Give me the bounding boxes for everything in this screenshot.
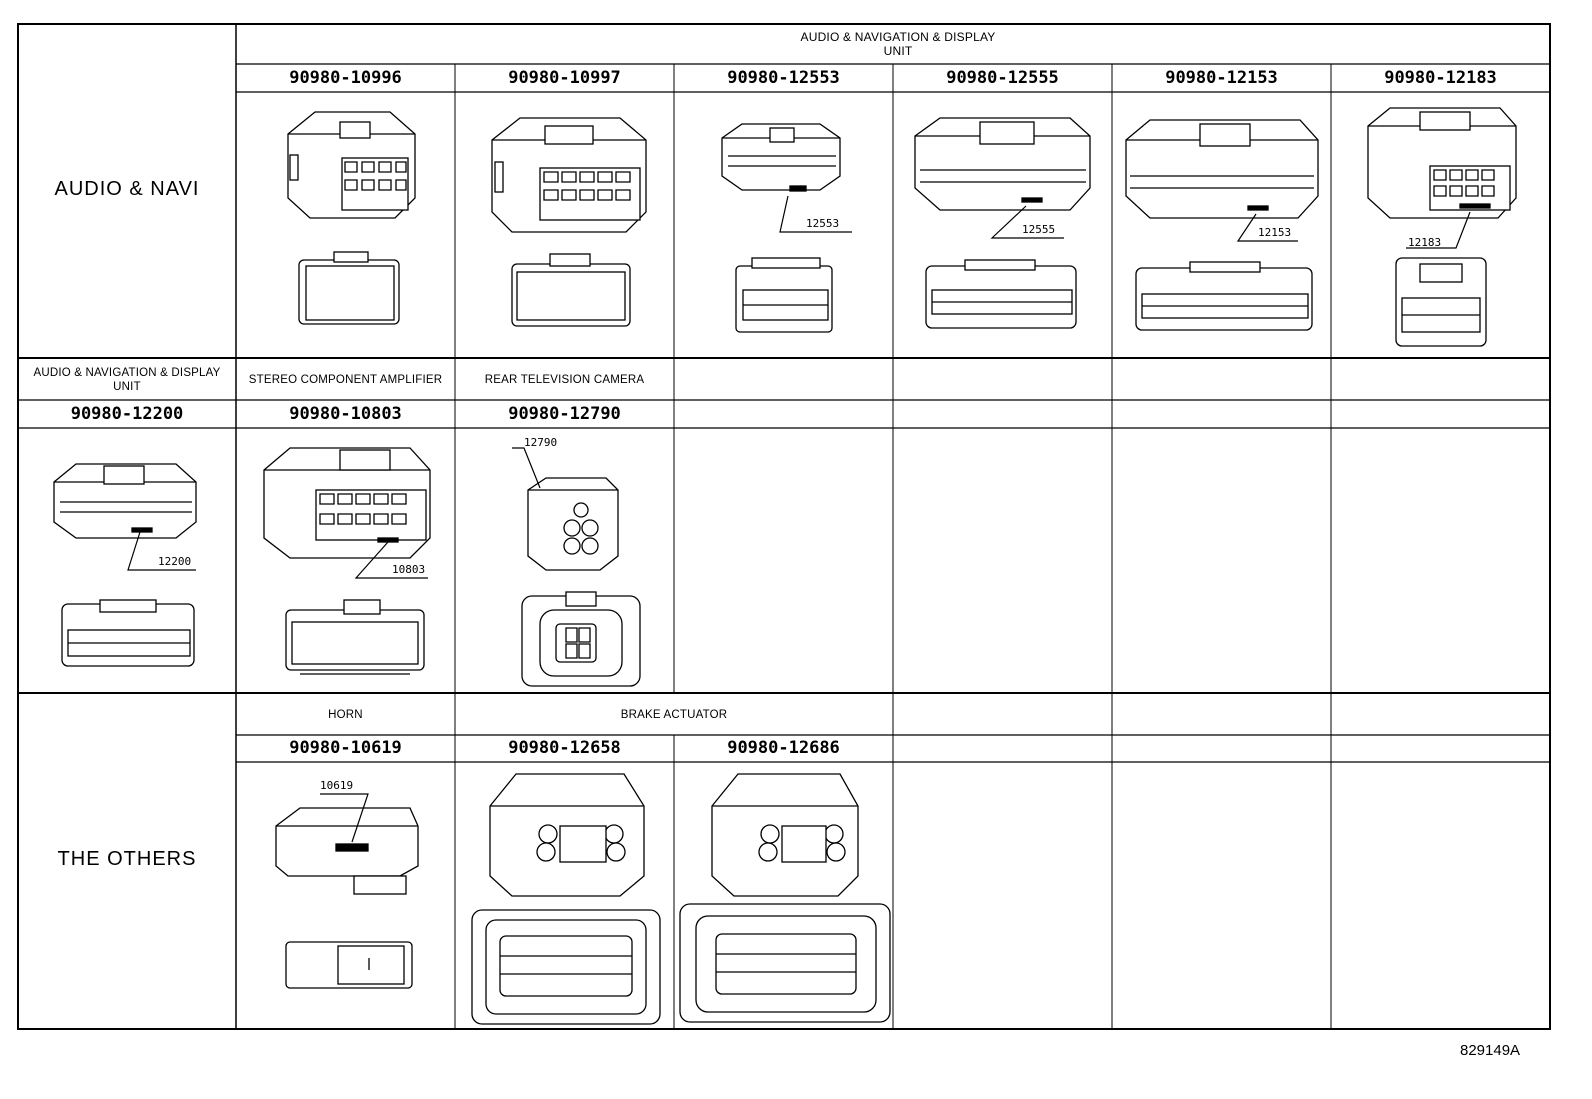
- connector-12790-face-drawing: [521, 591, 641, 687]
- part-number-10803: 90980-10803: [289, 404, 402, 424]
- component-label-horn: HORN: [328, 709, 363, 721]
- part-number-12686: 90980-12686: [727, 738, 840, 758]
- callout-12555: 12555: [1022, 223, 1056, 236]
- connector-12183-iso-drawing: [1367, 107, 1517, 219]
- connector-12790-iso-drawing: [527, 477, 619, 571]
- callout-12183: 12183: [1408, 236, 1442, 249]
- component-label-audio-nav-display-unit-2: AUDIO & NAVIGATION & DISPLAY UNIT: [33, 367, 221, 393]
- connector-12553-iso-drawing: [721, 123, 841, 192]
- part-number-10996: 90980-10996: [289, 68, 402, 88]
- connector-12183-face-drawing: [1395, 257, 1487, 347]
- connector-10803-face-drawing: [285, 599, 425, 675]
- component-label-rear-tv-camera: REAR TELEVISION CAMERA: [484, 374, 645, 386]
- part-number-12200: 90980-12200: [70, 404, 184, 424]
- component-label-stereo-amplifier: STEREO COMPONENT AMPLIFIER: [248, 374, 443, 386]
- component-label-brake-actuator: BRAKE ACTUATOR: [620, 709, 728, 721]
- callout-10803: 10803: [392, 563, 426, 576]
- callout-12790: 12790: [524, 436, 558, 449]
- component-label-audio-nav-display-unit: AUDIO & NAVIGATION & DISPLAY UNIT: [800, 30, 996, 58]
- category-the-others: THE OTHERS: [57, 848, 197, 870]
- part-number-12555: 90980-12555: [946, 68, 1059, 88]
- connector-10997-iso-drawing: [491, 117, 647, 233]
- category-audio-navi: AUDIO & NAVI: [54, 178, 200, 200]
- connector-10996-face-drawing: [298, 251, 400, 325]
- connector-12555-face-drawing: [925, 259, 1077, 329]
- part-number-10619: 90980-10619: [289, 738, 402, 758]
- part-number-12658: 90980-12658: [508, 738, 621, 758]
- callout-12153: 12153: [1258, 226, 1292, 239]
- part-number-12790: 90980-12790: [508, 404, 621, 424]
- callout-12200: 12200: [158, 555, 192, 568]
- connector-12153-iso-drawing: [1125, 119, 1319, 219]
- document-id: 829149A: [1460, 1042, 1521, 1059]
- callout-12553: 12553: [806, 217, 840, 230]
- connector-10803-iso-drawing: [263, 447, 431, 559]
- connector-12555-iso-drawing: [914, 117, 1091, 211]
- connector-10997-face-drawing: [511, 253, 631, 327]
- connector-12686-face-drawing: [679, 903, 891, 1023]
- connector-12658-iso-drawing: [489, 773, 645, 897]
- table-border: [17, 23, 1551, 1030]
- part-number-12153: 90980-12153: [1165, 68, 1278, 88]
- connector-12153-face-drawing: [1135, 261, 1313, 331]
- connector-12553-face-drawing: [735, 257, 833, 333]
- connector-10996-iso-drawing: [287, 111, 416, 219]
- part-number-12553: 90980-12553: [727, 68, 840, 88]
- connector-12658-face-drawing: [471, 909, 661, 1025]
- connector-12686-iso-drawing: [711, 773, 859, 897]
- connector-12200-iso-drawing: [53, 463, 197, 539]
- part-number-12183: 90980-12183: [1384, 68, 1497, 88]
- connector-10619-face-drawing: [285, 941, 413, 989]
- connector-12200-face-drawing: [61, 599, 195, 667]
- connector-10619-iso-drawing: [275, 807, 419, 895]
- part-number-10997: 90980-10997: [508, 68, 621, 88]
- callout-10619: 10619: [320, 779, 354, 792]
